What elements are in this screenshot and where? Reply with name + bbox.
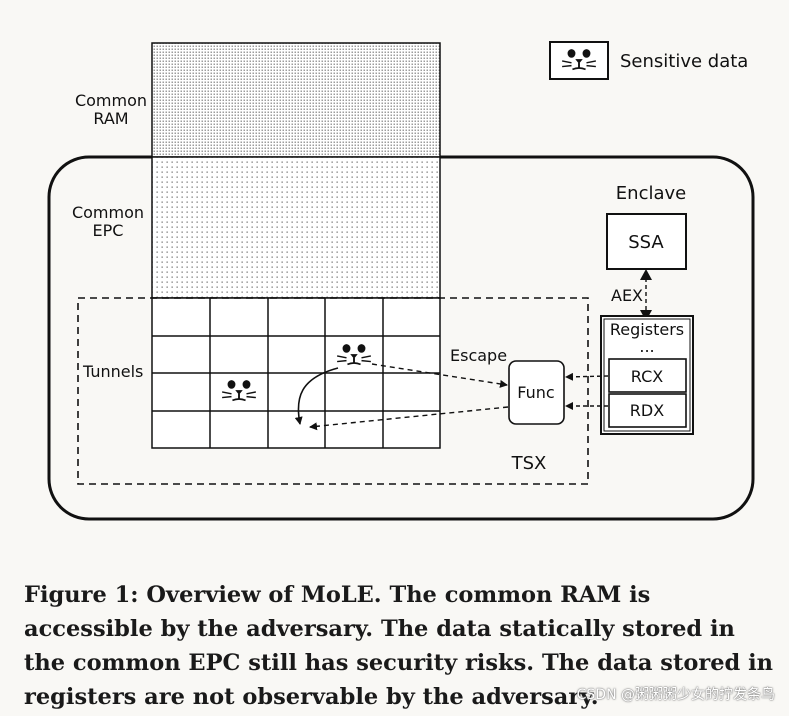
move-data-arrow (294, 367, 339, 425)
tsx-region (77, 297, 589, 485)
common-ram-label-line2: RAM (93, 109, 128, 128)
restore-arrow (309, 406, 509, 431)
tunnels-label: Tunnels (82, 362, 143, 381)
rdx-box (608, 393, 687, 428)
escape-arrow (371, 363, 508, 388)
rcx-box (608, 358, 687, 393)
tunnel-grid (151, 297, 441, 449)
func-label: Func (517, 383, 554, 402)
common-epc-label-line2: EPC (93, 221, 124, 240)
legend-label: Sensitive data (620, 51, 748, 72)
figure-caption: Figure 1: Overview of MoLE. The common R… (24, 582, 774, 710)
common-epc-block (151, 156, 441, 299)
registers-label: Registers (610, 320, 684, 339)
common-ram-block (151, 42, 441, 158)
rcx-label: RCX (631, 367, 663, 386)
tsx-label: TSX (511, 453, 547, 474)
escape-label: Escape (450, 346, 507, 365)
enclave-label: Enclave (616, 183, 686, 204)
rdx-label: RDX (630, 401, 664, 420)
ssa-box (606, 213, 687, 270)
watermark: CSDN @粥粥粥少女的拧发条鸟 (576, 687, 775, 703)
ssa-label: SSA (628, 232, 664, 253)
func-box (508, 360, 565, 425)
common-epc-label-line1: Common (72, 203, 144, 222)
mole-overview-diagram: Sensitive data Common RAM Common EPC Enc… (47, 41, 755, 521)
rcx-to-func-arrow (565, 372, 609, 381)
registers-ellipsis: ... (639, 337, 654, 356)
aex-label: AEX (611, 286, 643, 305)
common-ram-label-line1: Common (75, 91, 147, 110)
